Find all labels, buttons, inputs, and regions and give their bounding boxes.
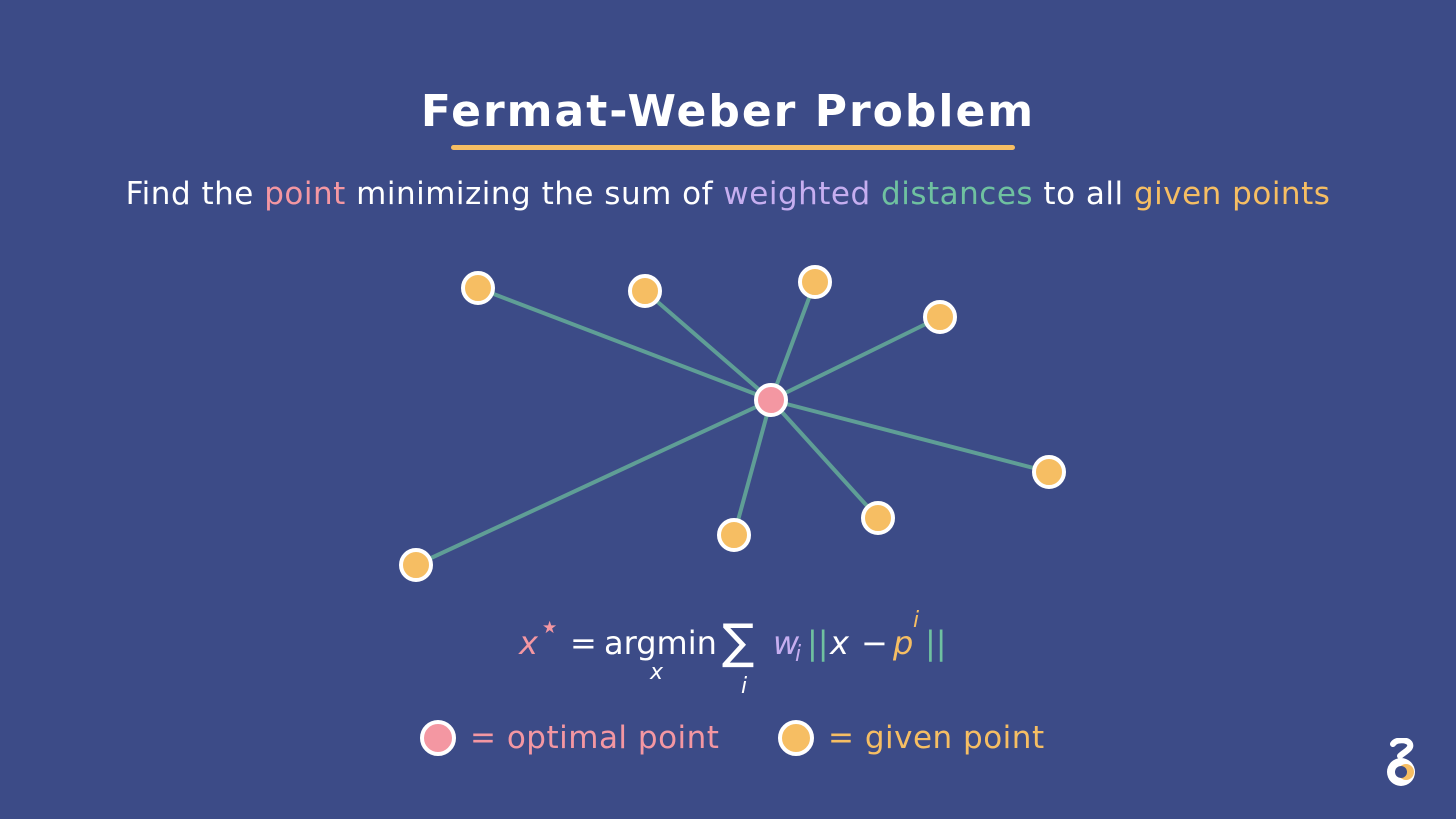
page-title: Fermat-Weber Problem bbox=[420, 86, 1036, 137]
given-point bbox=[628, 274, 662, 308]
formula-p: p bbox=[893, 624, 914, 662]
formula-sum: ∑ bbox=[722, 614, 755, 670]
legend-optimal: = optimal point bbox=[420, 718, 719, 758]
subtitle-text-1: Find the bbox=[125, 176, 265, 212]
legend-given-label: = given point bbox=[828, 720, 1045, 756]
subtitle-distances: distances bbox=[881, 176, 1034, 212]
formula-x-star: x bbox=[519, 624, 538, 662]
edge bbox=[769, 315, 942, 402]
formula-w: w bbox=[773, 624, 800, 662]
formula-equals: = bbox=[570, 624, 597, 662]
brand-logo-icon bbox=[1387, 738, 1415, 786]
formula-norm-close: || bbox=[925, 624, 947, 662]
legend-optimal-label: = optimal point bbox=[470, 720, 720, 756]
subtitle-given-points: given points bbox=[1133, 176, 1331, 212]
edge bbox=[732, 398, 773, 537]
given-point-icon bbox=[778, 720, 814, 756]
formula-star: ★ bbox=[542, 618, 558, 638]
given-point bbox=[399, 548, 433, 582]
formula-argmin: argmin bbox=[604, 624, 717, 662]
edge bbox=[769, 398, 1051, 474]
optimal-point bbox=[754, 383, 788, 417]
formula-norm-open: || bbox=[807, 624, 829, 662]
given-point bbox=[1032, 455, 1066, 489]
subtitle-weighted: weighted bbox=[723, 176, 871, 212]
given-points bbox=[399, 265, 1066, 582]
edge bbox=[769, 398, 880, 520]
optimal-point-icon bbox=[420, 720, 456, 756]
formula-argmin-sub: x bbox=[650, 660, 664, 685]
subtitle-text-2: minimizing the sum of bbox=[345, 176, 724, 212]
subtitle-text-3: to all bbox=[1033, 176, 1134, 212]
subtitle-point: point bbox=[264, 176, 346, 212]
edge bbox=[769, 280, 817, 402]
given-point bbox=[798, 265, 832, 299]
edge bbox=[414, 398, 773, 567]
given-point bbox=[461, 271, 495, 305]
title-underline bbox=[451, 145, 1015, 150]
formula-p-sup: i bbox=[913, 608, 920, 633]
given-point bbox=[923, 300, 957, 334]
formula: x ★ = argmin x ∑ i w i || x − p i || bbox=[0, 600, 1456, 710]
given-point bbox=[717, 518, 751, 552]
formula-minus: − bbox=[861, 624, 888, 662]
edge bbox=[476, 286, 773, 402]
legend-given: = given point bbox=[778, 718, 1045, 758]
edges bbox=[414, 280, 1051, 567]
formula-w-sub: i bbox=[795, 642, 802, 667]
subtitle: Find the point minimizing the sum of wei… bbox=[0, 176, 1456, 212]
formula-sum-sub: i bbox=[741, 674, 748, 699]
edge bbox=[643, 289, 773, 402]
formula-x: x bbox=[830, 624, 849, 662]
given-point bbox=[861, 501, 895, 535]
